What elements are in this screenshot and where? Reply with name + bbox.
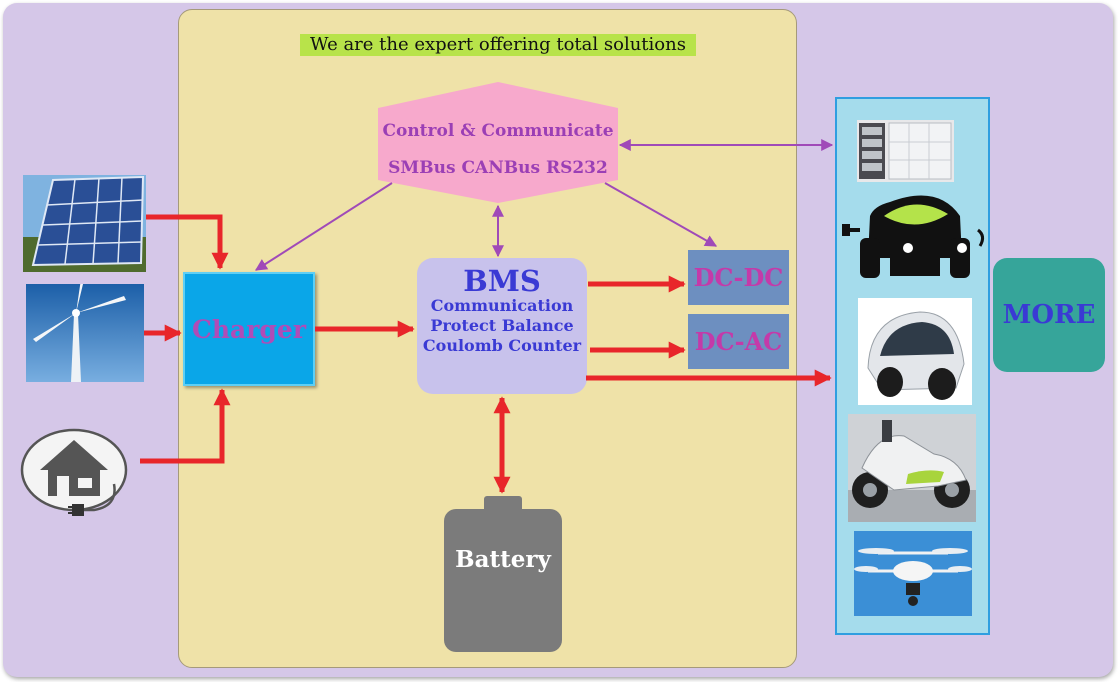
solar-to-charger-arrow [146,214,229,270]
headline: We are the expert offering total solutio… [300,34,696,56]
electric-car-icon [840,186,988,296]
drone-icon [854,531,972,616]
bms-box: BMS Communication Protect Balance Coulom… [417,258,587,394]
bms-function-coulomb-counter: Coulomb Counter [422,336,582,355]
protocols-label: SMBus CANBus RS232 [388,158,608,178]
wind-turbine-icon [26,284,144,382]
bms-title: BMS [463,264,541,298]
house-plug-icon [18,424,130,522]
dc-ac-box: DC-AC [688,314,789,369]
dc-dc-label: DC-DC [693,263,784,292]
more-box: MORE [993,258,1105,372]
grid-to-charger-arrow [140,388,231,464]
bms-function-communication: Communication [430,296,574,315]
control-to-charger-arrow [254,182,393,271]
bms-function-protect-balance: Protect Balance [430,316,574,335]
battery-terminal [484,496,522,512]
electric-scooter-icon [848,414,976,522]
charger-label: Charger [191,314,306,344]
battery-label: Battery [455,546,551,573]
battery-body [444,509,562,652]
control-to-dcdc-arrow [604,182,718,247]
battery-rack-icon [857,120,954,182]
solar-panel-icon [23,175,146,272]
dc-dc-box: DC-DC [688,250,789,305]
more-label: MORE [1002,300,1096,330]
control-label: Control & Communicate [382,121,614,141]
charger-box: Charger [183,272,315,386]
dc-ac-label: DC-AC [694,327,783,356]
control-hexagon [378,82,618,203]
concept-car-icon [858,298,972,405]
